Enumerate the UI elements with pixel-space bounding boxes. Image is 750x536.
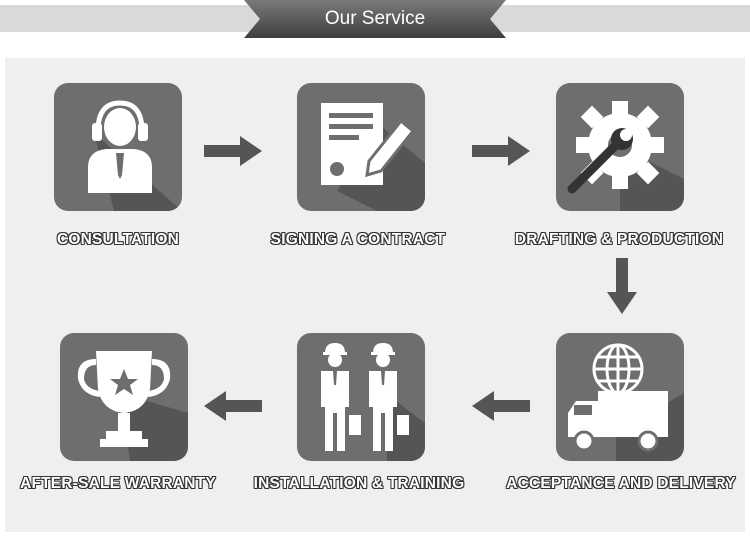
step-label-signing: SIGNING A CONTRACT xyxy=(270,231,446,248)
page-title: Our Service xyxy=(324,8,426,29)
headset-person-icon xyxy=(88,100,182,211)
step-label-warranty: AFTER-SALE WARRANTY xyxy=(20,475,216,492)
step-label-drafting: DRAFTING & PRODUCTION xyxy=(514,231,724,248)
arrow-down-icon xyxy=(607,258,637,314)
step-label-delivery: ACCEPTANCE AND DELIVERY xyxy=(506,475,736,492)
warranty-tile xyxy=(60,333,188,461)
step-label-installation: INSTALLATION & TRAINING xyxy=(253,475,465,492)
installation-tile xyxy=(297,333,425,461)
step-label-consultation: CONSULTATION xyxy=(56,231,180,248)
consultation-tile xyxy=(54,83,182,211)
delivery-tile xyxy=(556,333,684,461)
gear-wrench-icon xyxy=(567,101,684,211)
globe-truck-icon xyxy=(568,343,684,461)
arrow-right-icon xyxy=(204,136,262,166)
workers-icon xyxy=(321,343,425,461)
arrow-left-icon xyxy=(472,391,530,421)
contract-pen-icon xyxy=(321,103,425,211)
header-tab: Our Service xyxy=(244,0,506,38)
contract-tile xyxy=(297,83,425,211)
drafting-tile xyxy=(556,83,684,211)
arrow-left-icon xyxy=(204,391,262,421)
trophy-icon xyxy=(77,351,188,461)
arrow-right-icon xyxy=(472,136,530,166)
